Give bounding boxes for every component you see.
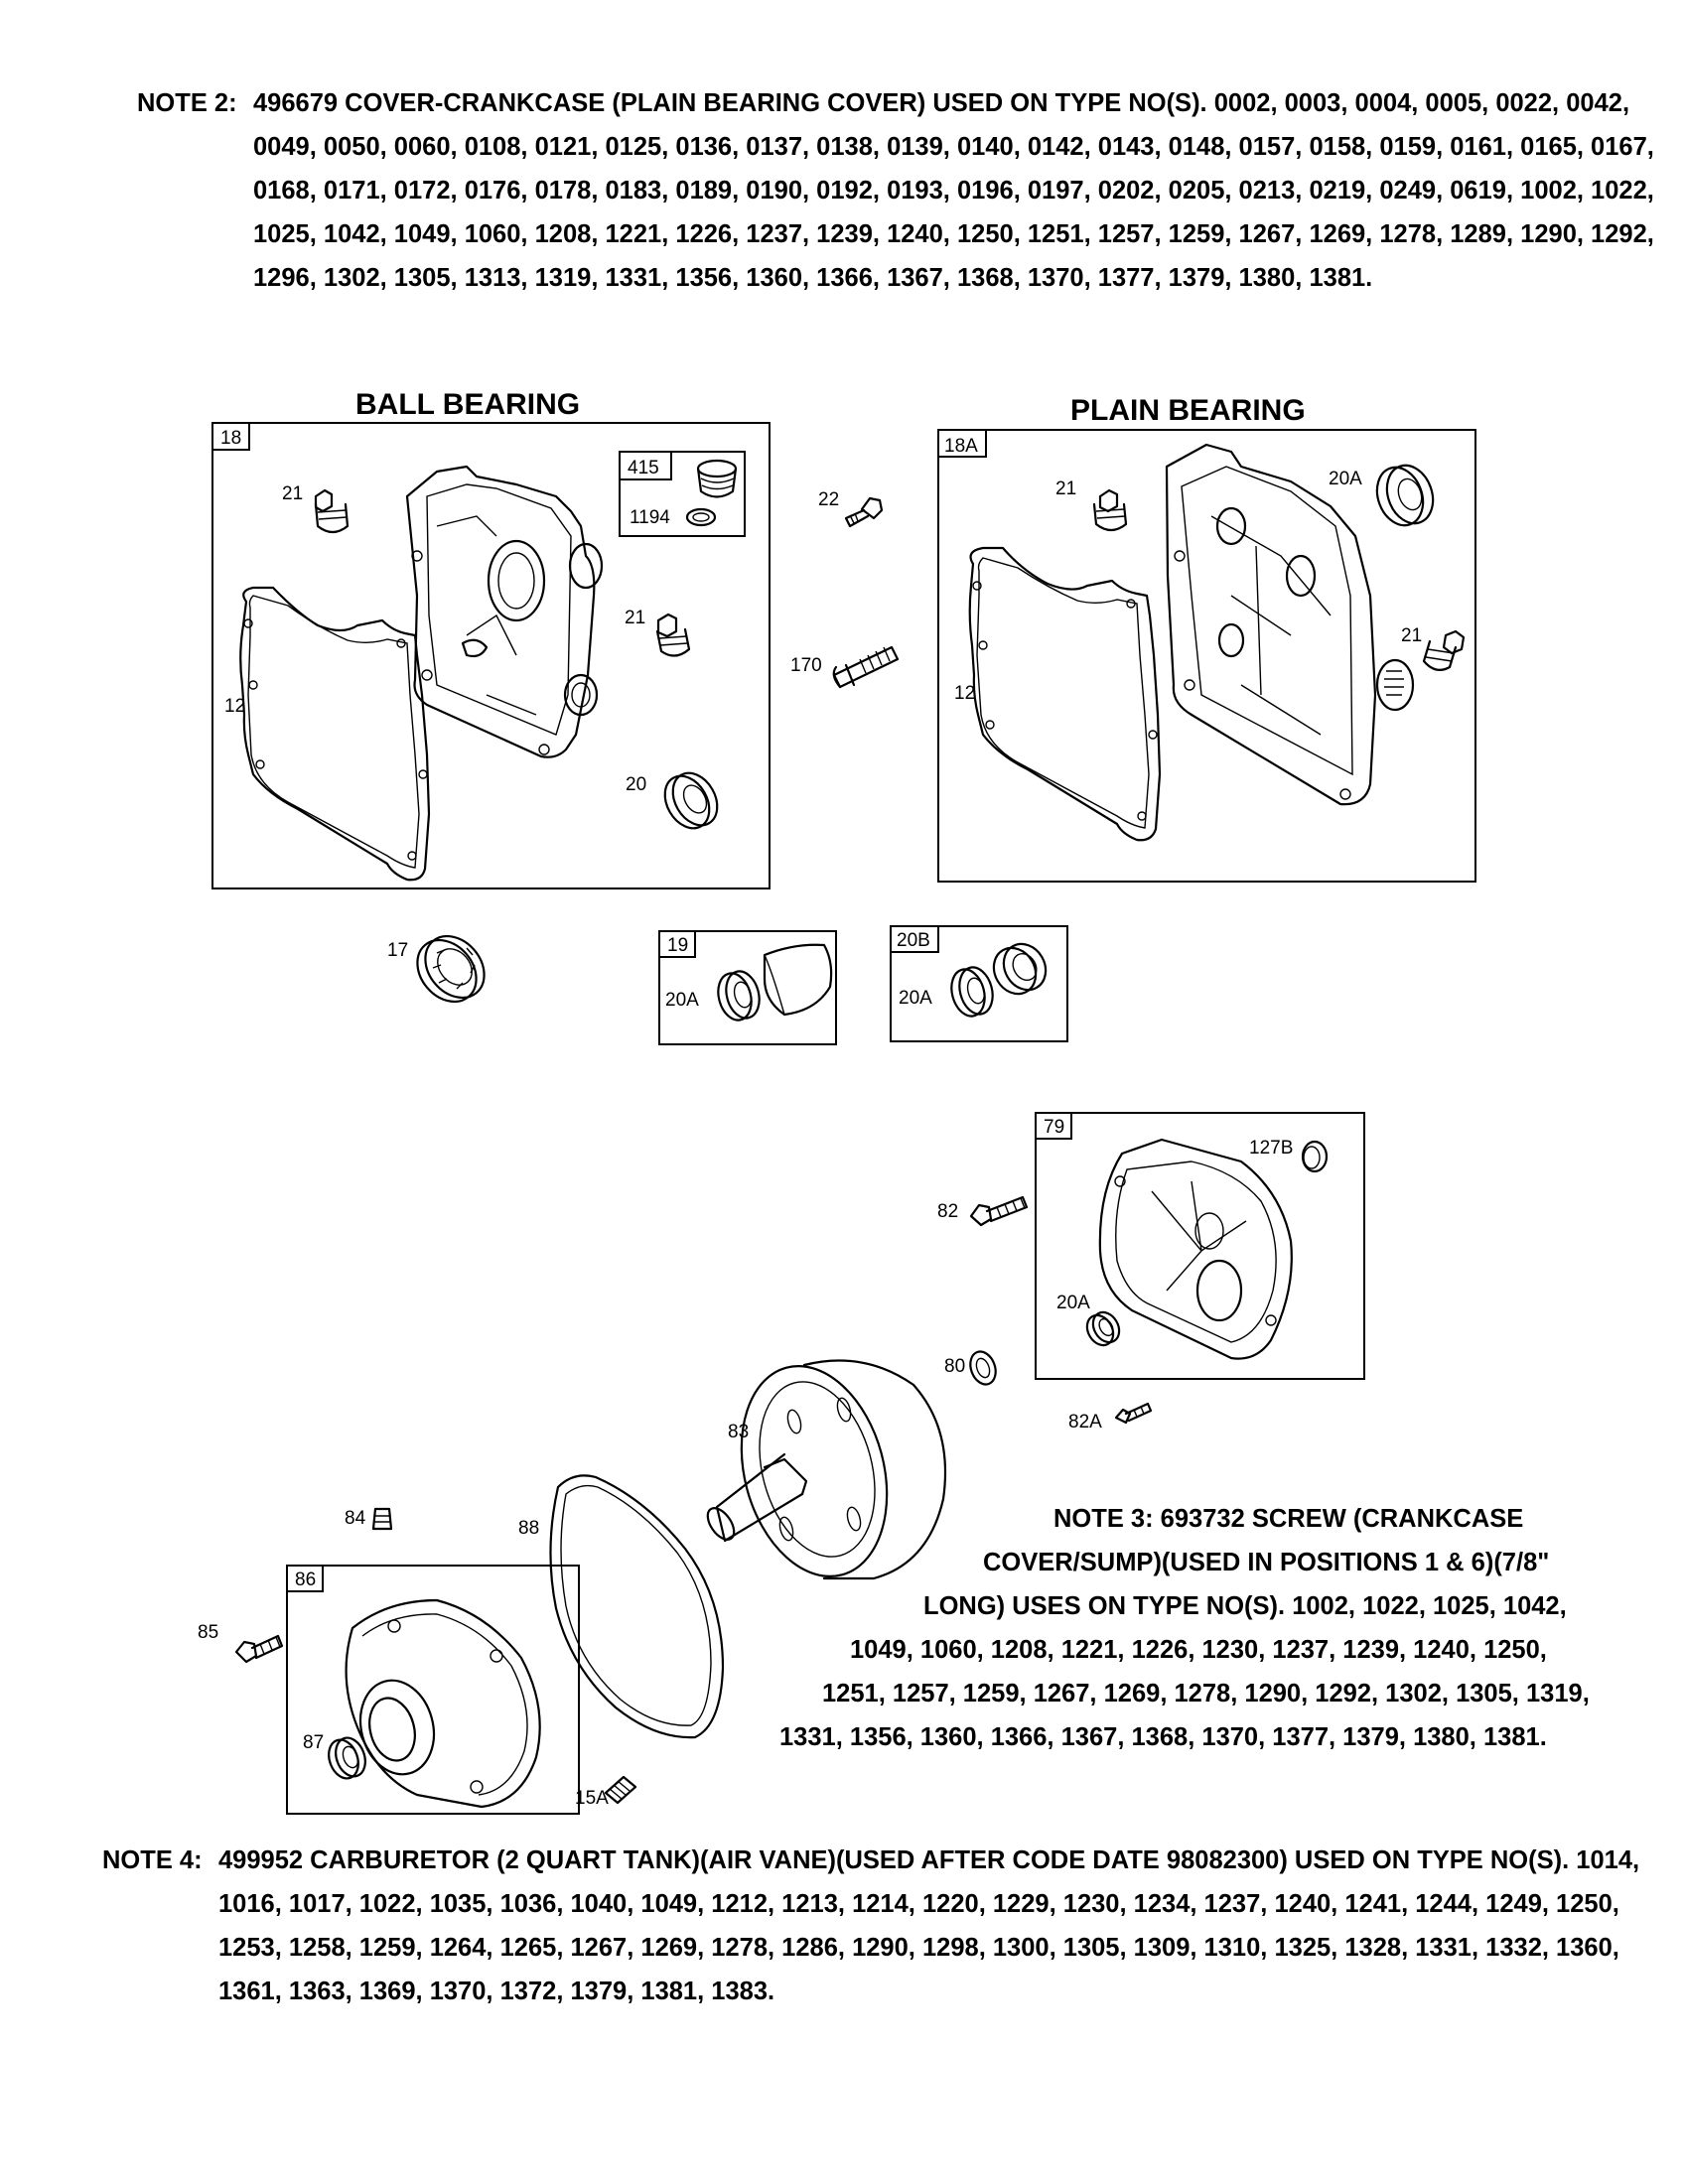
plug-21-d-icon [1422, 629, 1466, 672]
washer-80-icon [969, 1350, 997, 1386]
gasket-12-icon [239, 586, 431, 882]
label-21-d: 21 [1401, 625, 1422, 646]
note-2: NOTE 2: 496679 COVER-CRANKCASE (PLAIN BE… [137, 81, 1684, 300]
box-415-label: 415 [628, 458, 659, 478]
box-86-label: 86 [295, 1570, 316, 1590]
box-18 [211, 422, 771, 889]
label-20: 20 [626, 774, 646, 795]
label-20a-20b: 20A [899, 988, 932, 1009]
box-86-tag [286, 1565, 324, 1592]
box-18a-tag [937, 429, 987, 458]
gear-drum-83-icon [706, 1359, 947, 1580]
gasket-12-b-icon [968, 546, 1162, 842]
label-21-c: 21 [1055, 478, 1076, 499]
crankcase-cover-plain-icon [1165, 443, 1415, 806]
bolt-85-icon [234, 1634, 284, 1664]
label-88: 88 [518, 1518, 539, 1539]
plug-84-icon [371, 1507, 393, 1531]
label-82a: 82A [1068, 1412, 1102, 1433]
screw-82a-icon [1114, 1402, 1153, 1425]
box-79-label: 79 [1044, 1117, 1064, 1138]
bolt-22-icon [844, 496, 884, 528]
label-21-a: 21 [282, 483, 303, 504]
plug-21-icon [314, 488, 350, 534]
bearing-17-icon [416, 934, 486, 1004]
note-3-line-1: NOTE 3: 693732 SCREW (CRANKCASE [1053, 1505, 1524, 1533]
box-18a-label: 18A [944, 436, 978, 457]
seal-87-icon [328, 1736, 366, 1780]
box-20b [890, 925, 1068, 1042]
label-22: 22 [818, 489, 839, 510]
bushing-19-icon [717, 943, 833, 1022]
note-3-line-5: 1251, 1257, 1259, 1267, 1269, 1278, 1290… [822, 1680, 1590, 1707]
label-20a-top: 20A [1329, 469, 1362, 489]
sump-cover-79-icon [1098, 1138, 1293, 1360]
note-3-line-6: 1331, 1356, 1360, 1366, 1367, 1368, 1370… [779, 1723, 1547, 1751]
sump-cover-86-icon [345, 1598, 541, 1809]
note-4-label: NOTE 4: [102, 1846, 203, 1874]
gasket-88-icon [549, 1474, 725, 1739]
label-84: 84 [345, 1508, 366, 1529]
box-79 [1035, 1112, 1365, 1380]
label-170: 170 [790, 655, 822, 676]
seal-20-icon [663, 771, 719, 830]
note-2-text: 496679 COVER-CRANKCASE (PLAIN BEARING CO… [253, 89, 1654, 292]
note-4-text: 499952 CARBURETOR (2 QUART TANK)(AIR VAN… [218, 1846, 1640, 2005]
note-4: NOTE 4: 499952 CARBURETOR (2 QUART TANK)… [102, 1839, 1684, 2013]
note-3-line-2: COVER/SUMP)(USED IN POSITIONS 1 & 6)(7/8… [983, 1549, 1550, 1576]
seal-20a-79-icon [1085, 1310, 1121, 1347]
label-21-b: 21 [625, 608, 645, 628]
stud-170-icon [832, 645, 900, 689]
label-1194: 1194 [630, 507, 670, 528]
crankcase-cover-ball-icon [405, 465, 604, 758]
seal-20b-icon [950, 942, 1048, 1018]
ball-bearing-title: BALL BEARING [355, 388, 580, 421]
label-83: 83 [728, 1422, 749, 1442]
box-18-label: 18 [220, 428, 241, 449]
box-86 [286, 1565, 580, 1815]
plain-bearing-title: PLAIN BEARING [1070, 394, 1306, 427]
bolt-82-icon [969, 1195, 1029, 1227]
box-18-tag [211, 422, 250, 451]
note-3-line-3: LONG) USES ON TYPE NO(S). 1002, 1022, 10… [923, 1592, 1567, 1620]
label-85: 85 [198, 1622, 218, 1643]
label-20a-79: 20A [1056, 1293, 1090, 1313]
label-20a-19: 20A [665, 990, 699, 1011]
box-19-label: 19 [667, 935, 688, 956]
box-79-tag [1035, 1112, 1072, 1140]
box-19-tag [658, 930, 696, 958]
seal-20a-top-icon [1375, 464, 1435, 527]
plug-21-b-icon [655, 613, 691, 657]
box-415-tag [619, 451, 672, 480]
label-17: 17 [387, 940, 408, 961]
label-15a: 15A [575, 1788, 609, 1809]
plug-21-c-icon [1092, 488, 1128, 532]
box-20b-label: 20B [897, 930, 930, 951]
box-18a [937, 429, 1476, 883]
box-19 [658, 930, 837, 1045]
label-80: 80 [944, 1356, 965, 1377]
plug-127b-icon [1301, 1140, 1329, 1173]
label-87: 87 [303, 1732, 324, 1753]
plug-415-icon [685, 459, 738, 527]
label-12-b: 12 [954, 683, 975, 704]
label-127b: 127B [1249, 1138, 1293, 1159]
note-2-label: NOTE 2: [137, 89, 237, 117]
box-415 [619, 451, 746, 537]
note-3-line-4: 1049, 1060, 1208, 1221, 1226, 1230, 1237… [850, 1636, 1547, 1664]
label-12-a: 12 [224, 696, 245, 717]
label-82: 82 [937, 1201, 958, 1222]
spring-15a-icon [604, 1775, 637, 1805]
box-20b-tag [890, 925, 939, 953]
